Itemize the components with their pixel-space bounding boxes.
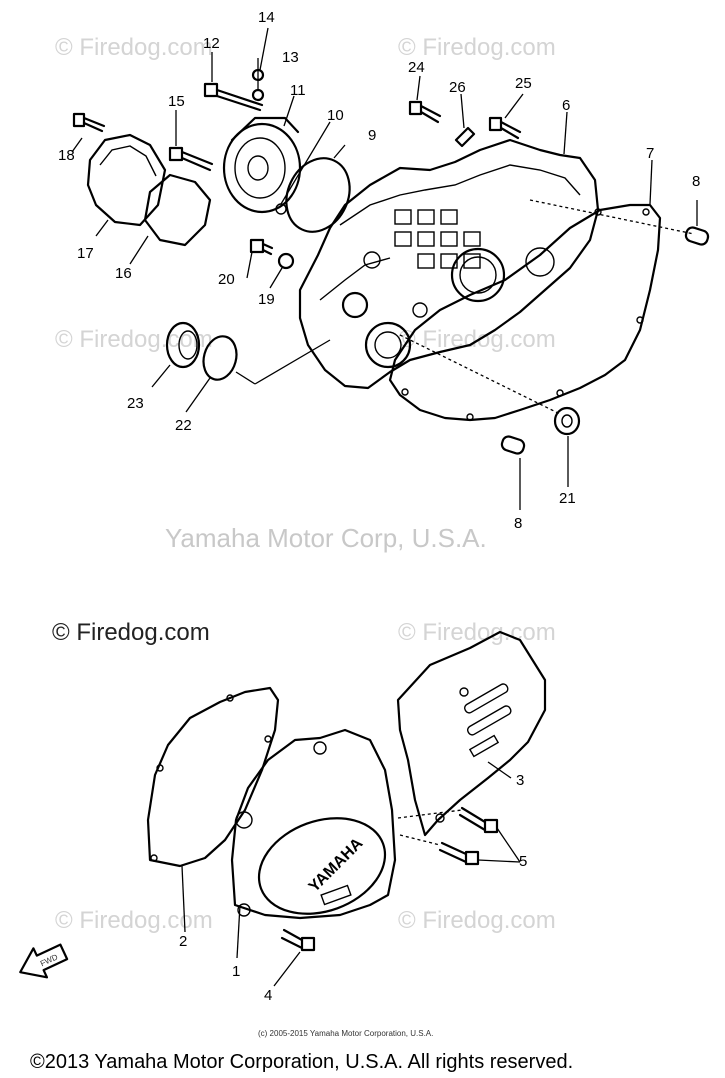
gasket-hole	[636, 316, 644, 324]
callout-25: 25	[515, 75, 532, 92]
washer-19	[277, 252, 295, 270]
watermark-mid-left: © Firedog.com	[55, 326, 213, 353]
callout-3: 3	[516, 772, 524, 789]
callout-17: 17	[77, 245, 94, 262]
generator-cover: YAMAHA	[230, 728, 397, 920]
fwd-arrow-icon: FWD	[19, 943, 69, 979]
bolt-15	[168, 146, 214, 172]
watermark-bottom-left: © Firedog.com	[55, 907, 213, 934]
leader-10	[280, 121, 331, 205]
watermark-dark: © Firedog.com	[52, 619, 210, 646]
crankcase-cover-gasket	[388, 203, 662, 422]
callout-4: 4	[264, 987, 272, 1004]
watermark-mid-right: © Firedog.com	[398, 326, 556, 353]
bolt-5-upper	[458, 806, 499, 834]
bolt-18	[72, 112, 106, 133]
callout-7: 7	[646, 145, 654, 162]
fwd-label: FWD	[39, 952, 60, 968]
watermark-bottom-right: © Firedog.com	[398, 907, 556, 934]
gasket-hole	[401, 388, 409, 396]
callout-21: 21	[559, 490, 576, 507]
callout-11: 11	[290, 82, 306, 99]
gasket-2-hole	[156, 764, 164, 772]
callout-12: 12	[203, 35, 220, 52]
callout-22: 22	[175, 417, 192, 434]
callout-26: 26	[449, 79, 466, 96]
cover-17	[86, 133, 167, 227]
small-copyright: (c) 2005-2015 Yamaha Motor Corporation, …	[258, 1029, 433, 1038]
callout-9: 9	[368, 127, 376, 144]
leader-seal-to-case	[235, 371, 256, 385]
callout-19: 19	[258, 291, 275, 308]
leader-14	[259, 27, 269, 71]
cover-badge	[320, 884, 352, 906]
clamp-26	[454, 126, 476, 148]
callout-16: 16	[115, 265, 132, 282]
gasket-2-hole	[264, 735, 272, 743]
leader-seal-to-case-2	[254, 339, 331, 385]
callout-20: 20	[218, 271, 235, 288]
pump-housing-11	[222, 116, 302, 214]
leader-lines-lower	[181, 761, 521, 987]
dowel-pin-upper	[684, 226, 710, 246]
callout-23: 23	[127, 395, 144, 412]
callout-18: 18	[58, 147, 75, 164]
oil-seal-21-inner	[561, 414, 573, 428]
bolt-4	[280, 928, 316, 952]
callout-10: 10	[327, 107, 344, 124]
callout-8-upper: 8	[692, 173, 700, 190]
plug-20	[249, 238, 274, 256]
generator-cover-gasket	[146, 686, 280, 868]
leader-lines-upper	[71, 52, 698, 510]
gasket-hole	[594, 208, 602, 216]
alignment-line	[529, 199, 695, 235]
o-ring-22	[202, 335, 238, 381]
crankcase-cover-casting	[298, 138, 600, 390]
bolt-12	[203, 82, 264, 112]
bolt-25	[488, 116, 522, 140]
part-13	[251, 88, 265, 102]
callout-5: 5	[519, 853, 527, 870]
callout-6: 6	[562, 97, 570, 114]
seal-23	[165, 321, 201, 369]
gasket-hole	[556, 389, 564, 397]
callout-24: 24	[408, 59, 425, 76]
bolt-24	[408, 100, 442, 124]
callout-15: 15	[168, 93, 185, 110]
callout-1: 1	[232, 963, 240, 980]
bolt-5-lower	[438, 841, 480, 866]
gasket-16	[143, 173, 212, 247]
watermark-mid2-right: © Firedog.com	[398, 619, 556, 646]
gasket-2-hole	[226, 694, 234, 702]
watermark-top-left: © Firedog.com	[55, 34, 213, 61]
dowel-pin-lower	[500, 435, 526, 455]
gasket-hole	[466, 413, 474, 421]
callout-2: 2	[179, 933, 187, 950]
callout-8-lower: 8	[514, 515, 522, 532]
callout-14: 14	[258, 9, 275, 26]
oil-seal-21	[553, 406, 581, 436]
gasket-hole	[642, 208, 650, 216]
gasket-2-hole	[150, 854, 158, 862]
yamaha-emboss: YAMAHA	[306, 835, 367, 896]
watermark-top-right: © Firedog.com	[398, 34, 556, 61]
o-ring-9	[285, 157, 351, 233]
sprocket-cover	[396, 630, 547, 837]
corp-watermark: Yamaha Motor Corp, U.S.A.	[165, 523, 487, 553]
footer-copyright: ©2013 Yamaha Motor Corporation, U.S.A. A…	[30, 1051, 573, 1073]
callout-13: 13	[282, 49, 299, 66]
